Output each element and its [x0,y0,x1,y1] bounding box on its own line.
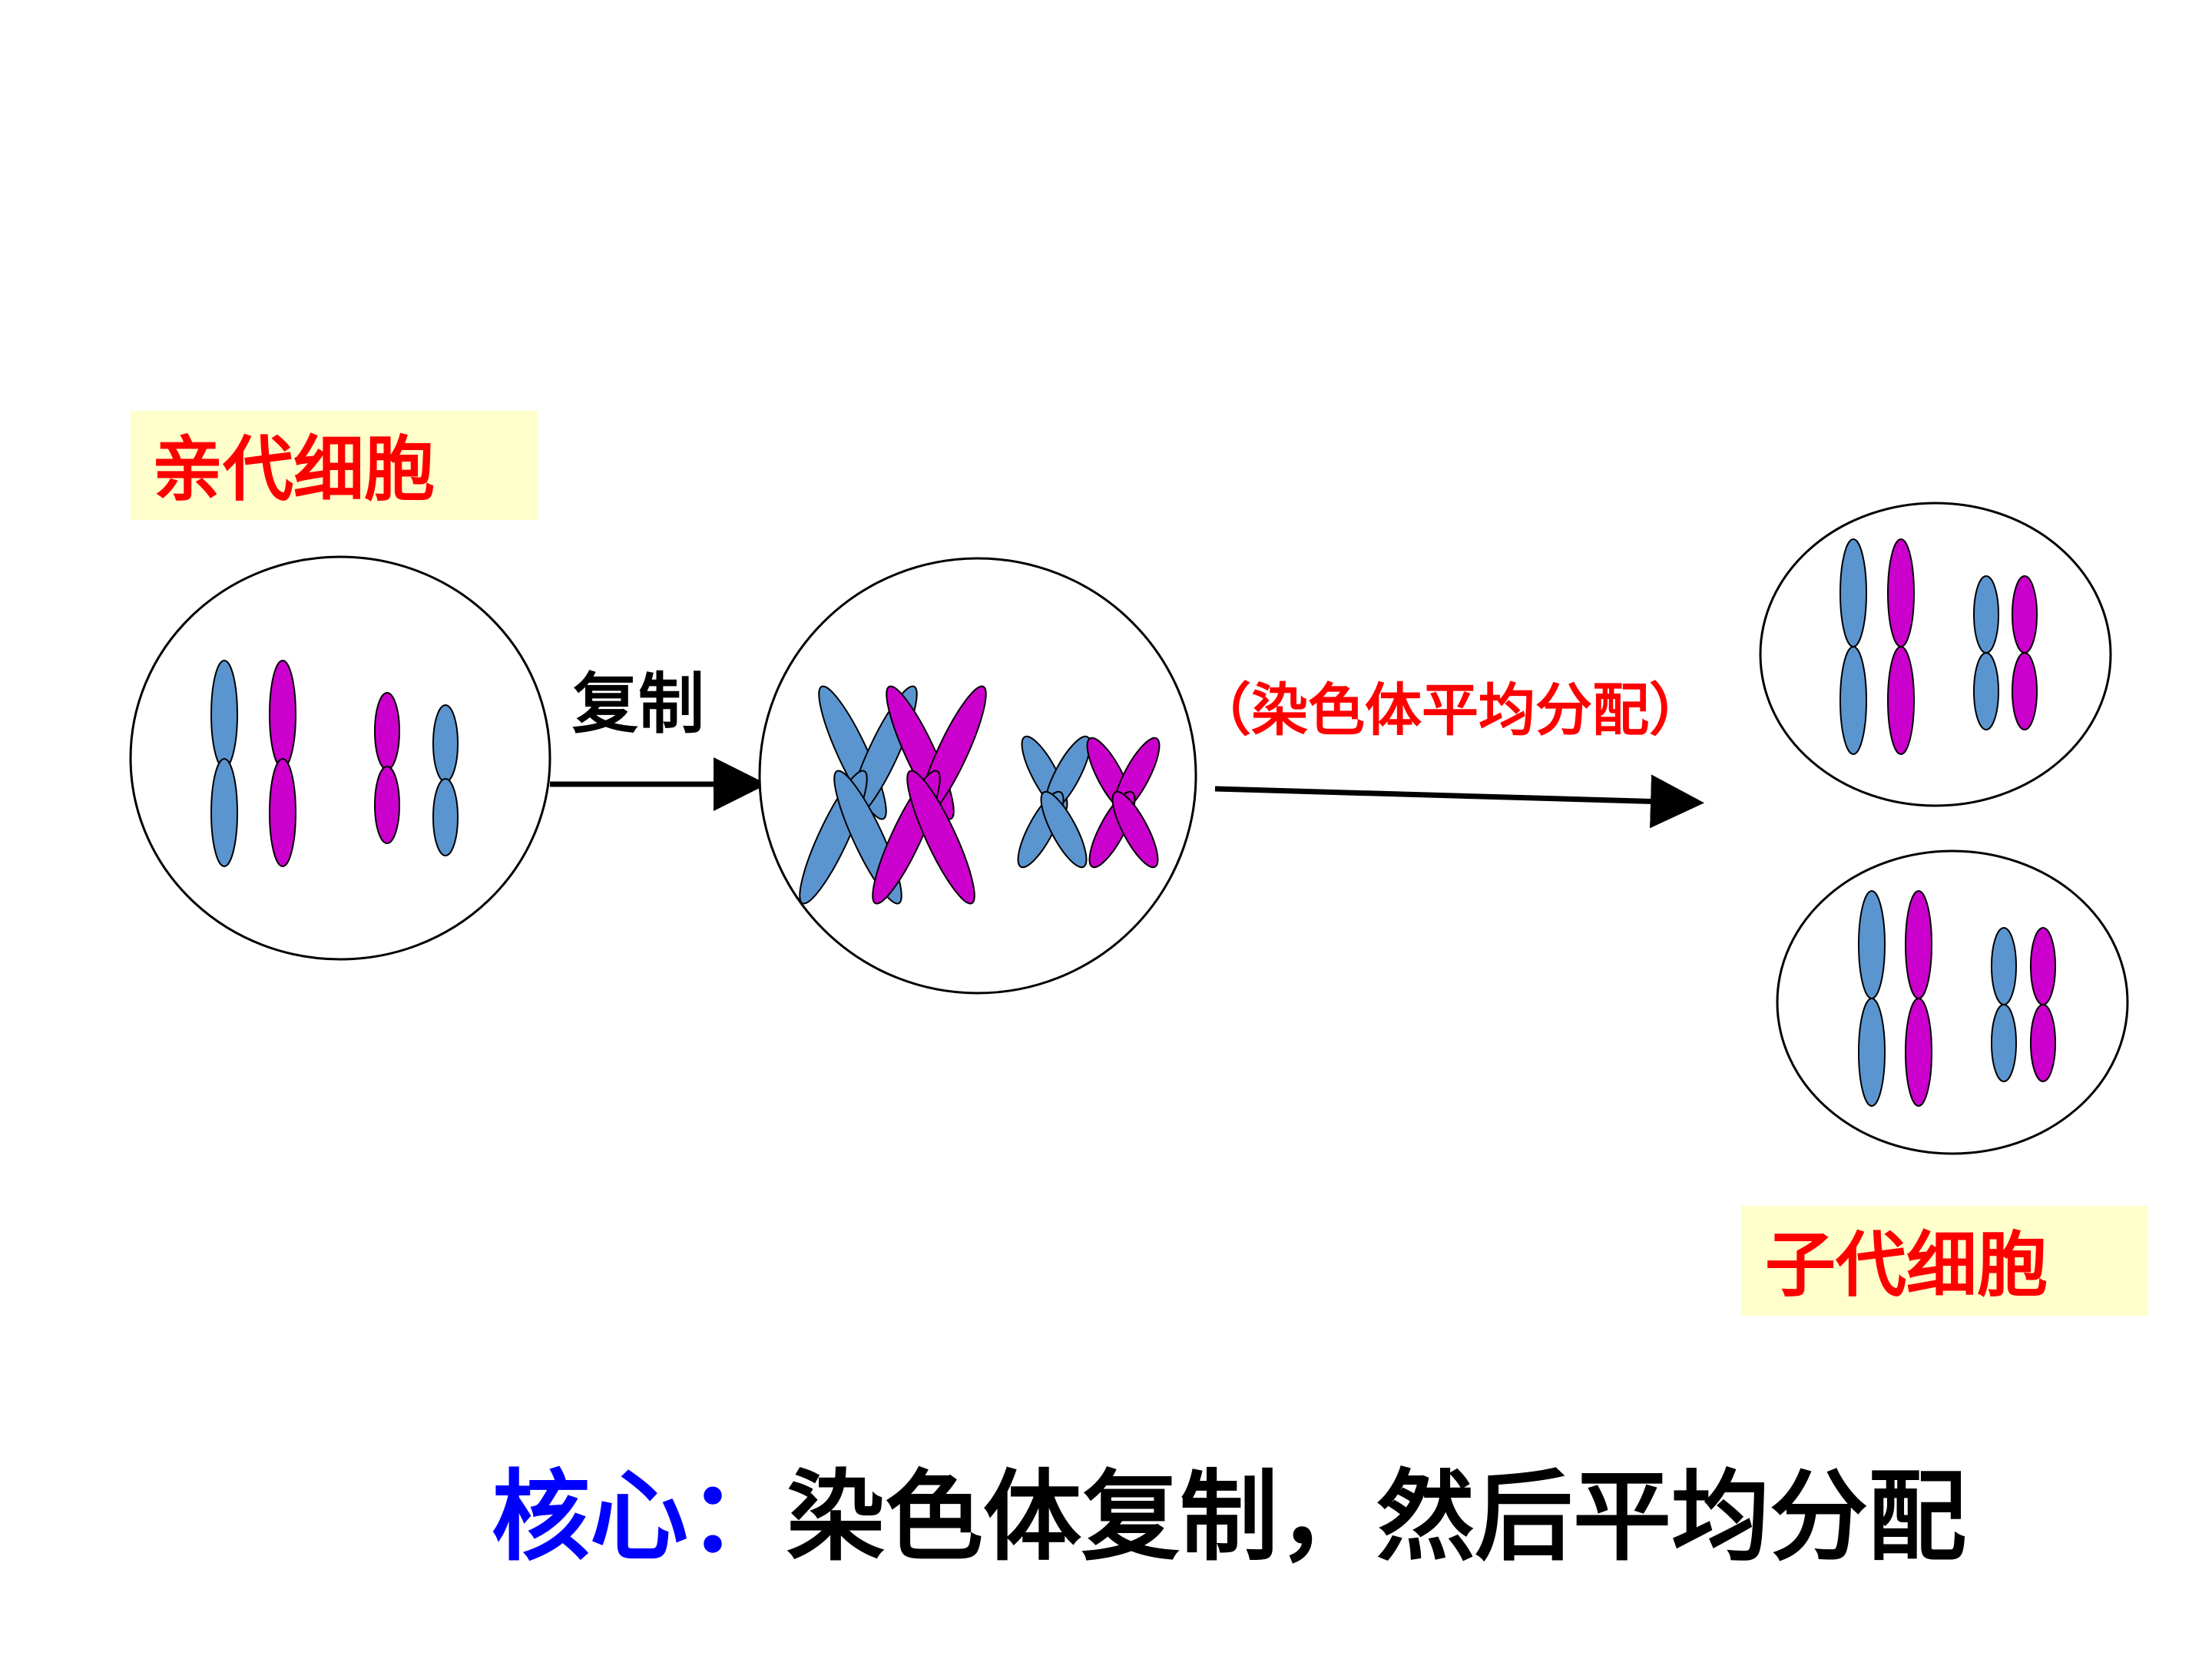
parent-cell-label: 亲代细胞 [152,429,435,511]
daughter-bottom-chromosome-large-blue [1858,890,1886,1107]
distribution-arrow [1214,774,1704,829]
parent-cell [129,555,551,961]
replicated-chromosome-large-purple [872,685,987,905]
parent-chromosome-large-purple [269,660,296,867]
parent-cell-label-box [131,411,538,520]
replicated-cell [758,557,1197,995]
daughter-top-chromosome-large-purple [1887,538,1915,755]
parent-chromosome-large-blue [210,660,238,867]
daughter-cell-top [1759,502,2112,807]
summary-line: 核心：染色体复制，然后平均分配 [492,1469,1966,1567]
summary-prefix: 核心： [492,1460,787,1575]
daughter-top-chromosome-small-purple [2012,575,2038,730]
daughter-top-chromosome-large-blue [1839,538,1867,755]
parent-chromosome-small-blue [432,704,459,856]
distribution-label: （染色体平均分配） [1194,677,1706,743]
summary-text: 染色体复制，然后平均分配 [786,1460,1967,1575]
daughter-top-chromosome-small-blue [1973,575,1999,730]
daughter-cells-label-box [1741,1206,2148,1316]
daughter-cells-label: 子代细胞 [1765,1224,2048,1306]
daughter-bottom-chromosome-small-blue [1991,927,2017,1082]
daughter-bottom-chromosome-large-purple [1905,890,1932,1107]
replicated-chromosome-small-blue [1017,735,1091,869]
replicated-chromosome-small-purple [1086,737,1161,869]
replication-label: 复制 [572,666,704,743]
daughter-bottom-chromosome-small-purple [2030,927,2056,1082]
parent-chromosome-small-purple [374,692,400,844]
daughter-cell-bottom [1776,849,2129,1155]
